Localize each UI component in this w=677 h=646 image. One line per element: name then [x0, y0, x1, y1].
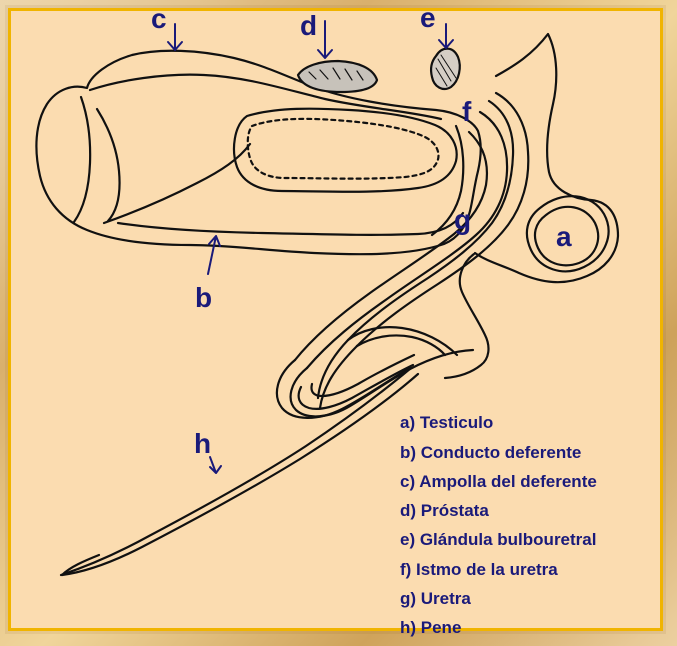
legend: a) Testiculo b) Conducto deferente c) Am… [400, 413, 597, 637]
label-c: c [151, 3, 167, 34]
urethra-outer-right [320, 93, 528, 408]
label-b: b [195, 282, 212, 313]
legend-item-e: e) Glándula bulbouretral [400, 530, 596, 549]
arrow-d [318, 21, 332, 58]
flexure-outer [291, 350, 473, 416]
ampulla-outline [36, 51, 480, 255]
ampulla-inner-bottom [118, 213, 463, 235]
ampulla-inner-divider [104, 144, 250, 223]
label-a: a [556, 221, 572, 252]
prostate-body [298, 61, 377, 92]
legend-item-f: f) Istmo de la uretra [400, 560, 558, 579]
label-h: h [194, 428, 211, 459]
arrow-h [210, 457, 221, 473]
arrow-e [439, 24, 453, 48]
legend-item-d: d) Próstata [400, 501, 489, 520]
legend-item-b: b) Conducto deferente [400, 443, 581, 462]
pointer-arrows [168, 21, 453, 473]
central-lumen-dashed [248, 119, 439, 179]
legend-item-a: a) Testiculo [400, 413, 493, 432]
legend-item-c: c) Ampolla del deferente [400, 472, 597, 491]
legend-item-h: h) Pene [400, 618, 461, 637]
ampulla-inner-lower [97, 109, 120, 221]
label-g: g [454, 204, 471, 235]
label-d: d [300, 10, 317, 41]
arrow-c [168, 24, 182, 50]
urethra-inner-left [295, 132, 487, 360]
flexure-inner-4 [357, 335, 445, 355]
label-e: e [420, 2, 436, 33]
drawing-lines [36, 34, 618, 575]
legend-item-g: g) Uretra [400, 589, 471, 608]
scrotal-lower [445, 254, 488, 378]
ampulla-fold-left [74, 97, 90, 222]
label-f: f [462, 96, 472, 127]
arrow-b [208, 236, 220, 274]
flexure-inner-1 [277, 360, 410, 418]
